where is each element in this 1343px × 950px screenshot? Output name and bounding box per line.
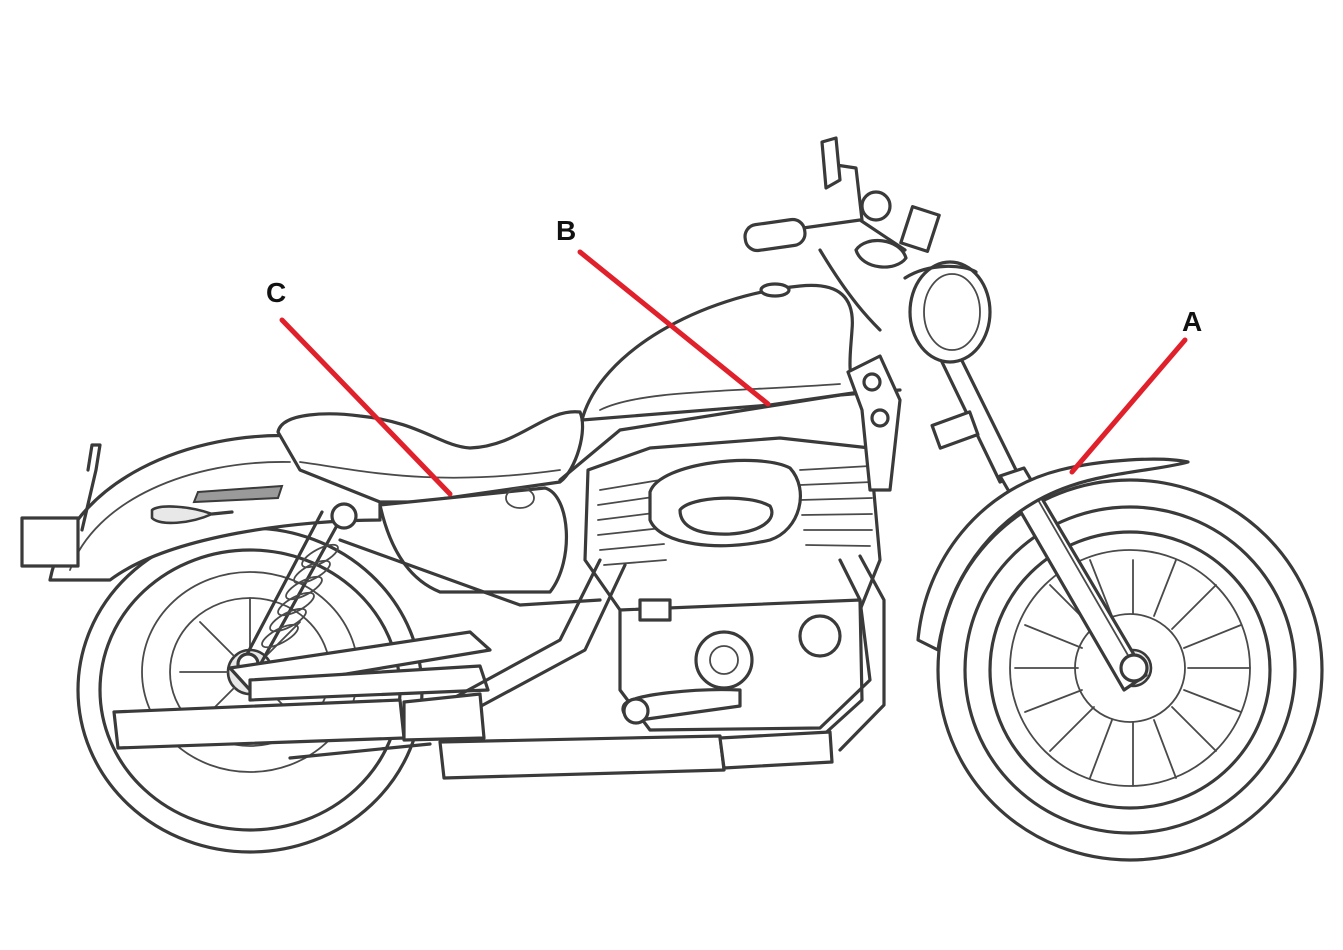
swingarm (228, 630, 492, 692)
front-fender (916, 457, 1190, 652)
leader-line-a (1069, 337, 1188, 475)
label-a: A (1182, 306, 1202, 337)
seat (276, 410, 585, 504)
motorcycle-drawing (20, 136, 1324, 862)
exhaust (112, 554, 886, 780)
label-c: C (266, 277, 286, 308)
handlebar (743, 136, 941, 332)
labels: A B C (266, 215, 1202, 337)
leader-line-b (577, 249, 771, 407)
label-b: B (556, 215, 576, 246)
leader-line-c (279, 317, 453, 497)
engine (583, 436, 882, 732)
headlight (903, 260, 992, 364)
leader-lines (279, 249, 1188, 497)
side-cover (378, 486, 568, 594)
